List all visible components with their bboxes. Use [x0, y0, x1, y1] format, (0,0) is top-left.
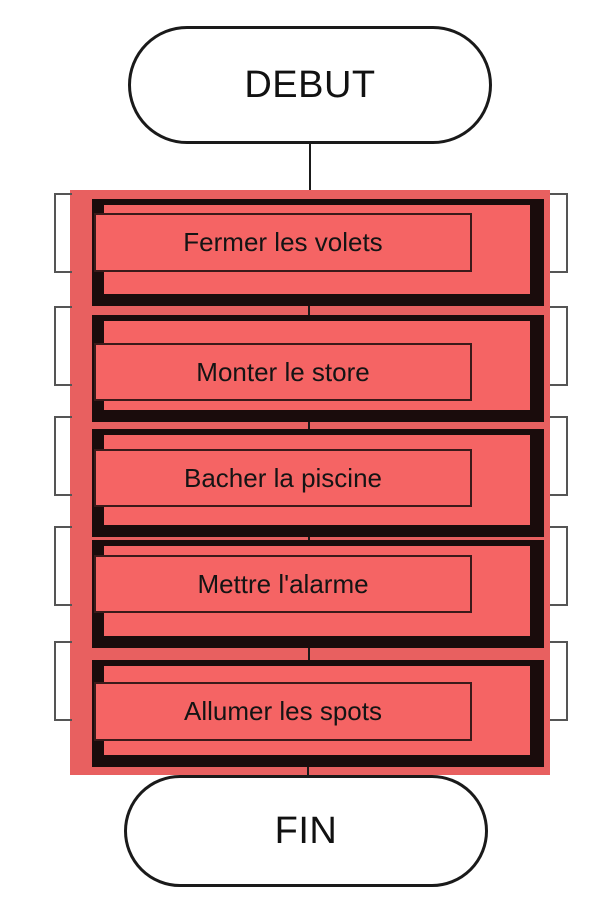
- bracket-left-1: [54, 193, 72, 273]
- bracket-left-3: [54, 416, 72, 496]
- connector-4-5: [308, 640, 310, 666]
- step-4-label: Mettre l'alarme: [197, 568, 369, 599]
- step-3-label: Bacher la piscine: [184, 462, 382, 493]
- step-2-label: Monter le store: [196, 356, 370, 387]
- step-2-box: Monter le store: [94, 343, 472, 401]
- bracket-right-4: [550, 526, 568, 606]
- step-5-label: Allumer les spots: [184, 696, 382, 726]
- step-1-label: Fermer les volets: [183, 227, 383, 257]
- bracket-left-4: [54, 526, 72, 606]
- end-terminal: FIN: [124, 775, 488, 887]
- step-1-box: Fermer les volets: [94, 213, 472, 272]
- connector-1-2: [308, 300, 310, 322]
- step-1-notch: [104, 270, 120, 294]
- end-label: FIN: [274, 809, 338, 852]
- bracket-right-1: [550, 193, 568, 273]
- step-5-box: Allumer les spots: [94, 682, 472, 741]
- bracket-right-3: [550, 416, 568, 496]
- end-connector: [307, 767, 309, 779]
- step-4-box: Mettre l'alarme: [94, 555, 472, 613]
- start-terminal: DEBUT: [128, 26, 492, 144]
- connector-2-3: [308, 415, 310, 435]
- bracket-left-2: [54, 306, 72, 386]
- bracket-right-5: [550, 641, 568, 721]
- bracket-left-5: [54, 641, 72, 721]
- start-label: DEBUT: [244, 63, 376, 106]
- bracket-right-2: [550, 306, 568, 386]
- step-3-box: Bacher la piscine: [94, 449, 472, 507]
- start-connector: [309, 144, 311, 192]
